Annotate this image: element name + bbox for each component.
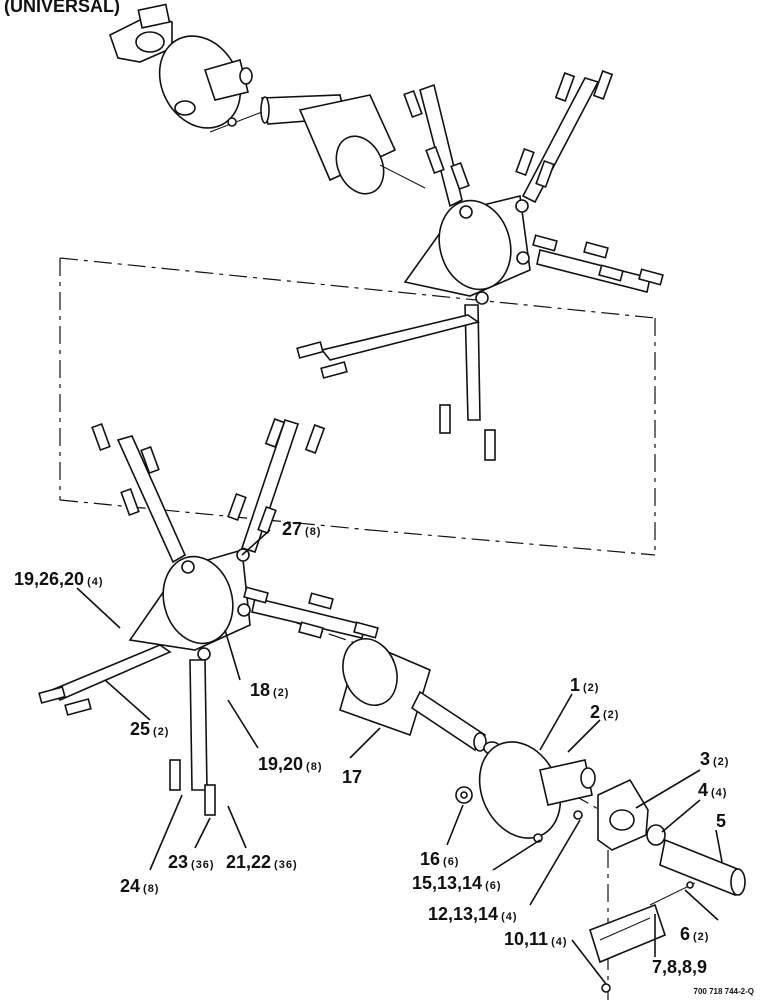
callout-3: 3(2)	[700, 749, 730, 769]
alignment-line-bottom-2	[369, 529, 656, 556]
alignment-line-top	[59, 257, 656, 319]
callout-18: 18(2)	[250, 680, 290, 700]
alignment-line-shaft	[199, 589, 371, 649]
callout-24: 24(8)	[120, 876, 160, 896]
callout-7: 7,8,8,9	[652, 957, 708, 977]
callout-6: 6(2)	[680, 924, 710, 944]
drawing-reference-number: 700 718 744-2-Q	[693, 987, 755, 996]
callout-12: 12,13,14(4)	[428, 904, 518, 924]
callout-17: 17	[342, 767, 363, 787]
callout-5: 5	[716, 811, 727, 831]
lower-bearing-assembly	[455, 741, 746, 993]
callout-2: 2(2)	[590, 702, 620, 722]
callout-16: 16(6)	[420, 849, 460, 869]
callout-21-22: 21,22(36)	[226, 852, 298, 872]
top-bearing-assembly	[109, 3, 263, 133]
upper-spider-hub	[403, 195, 531, 305]
callout-25: 25(2)	[130, 719, 170, 739]
callout-19-20: 19,20(8)	[258, 754, 323, 774]
callout-23: 23(36)	[168, 852, 215, 872]
lower-spider-hub	[128, 548, 251, 661]
callout-15: 15,13,14(6)	[412, 873, 502, 893]
callout-27: 27(8)	[282, 519, 322, 539]
callout-1: 1(2)	[570, 675, 600, 695]
callout-4: 4(4)	[698, 780, 728, 800]
diagram-title: (UNIVERSAL)	[4, 0, 120, 16]
callout-10: 10,11(4)	[504, 929, 568, 949]
leader-lines	[76, 529, 723, 985]
alignment-line-bottom	[59, 499, 371, 531]
top-roller-assembly	[260, 94, 426, 195]
upper-spider-arms	[296, 70, 664, 461]
lower-roller-assembly	[339, 638, 501, 755]
callout-19-26-20: 19,26,20(4)	[14, 569, 104, 589]
lower-spider-arms	[38, 418, 379, 816]
